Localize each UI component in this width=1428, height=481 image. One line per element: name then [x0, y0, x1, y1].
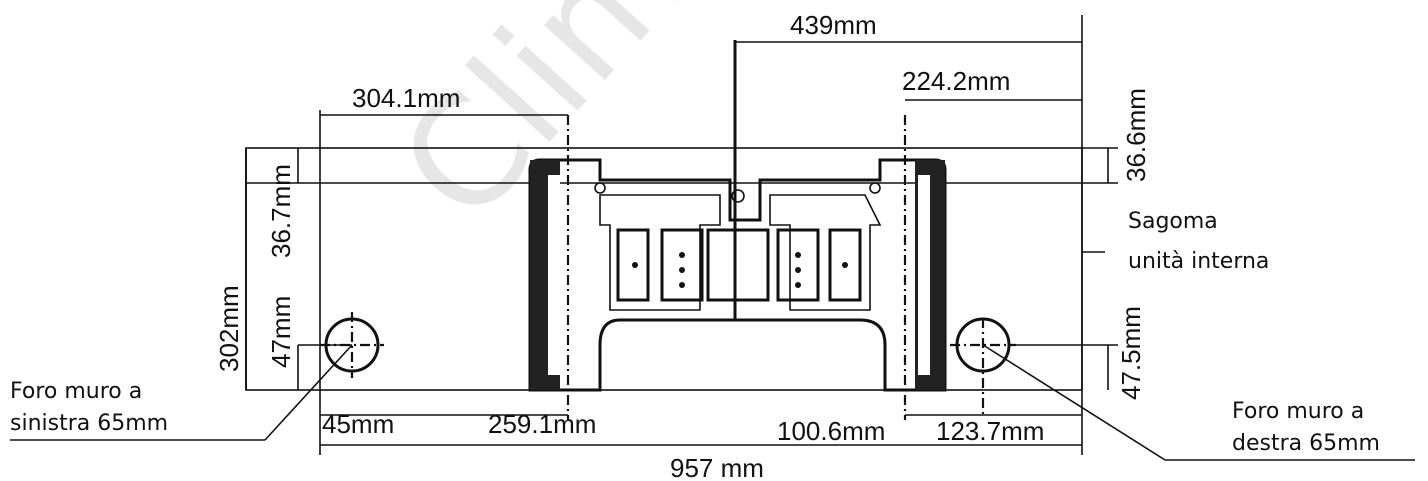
dim-36-7: 36.7mm: [266, 164, 296, 258]
dim-123-7: 123.7mm: [936, 416, 1044, 446]
dim-259: 259.1mm: [488, 409, 596, 439]
dim-304: 304.1mm: [352, 83, 460, 113]
dim-47: 47mm: [266, 296, 296, 368]
right-hole-leader: [982, 344, 1166, 461]
outline-label-line2: unità interna: [1128, 249, 1269, 274]
right-wall-hole: [950, 317, 1016, 415]
dim-224: 224.2mm: [902, 66, 1010, 96]
right-hole-label-line2: destra 65mm: [1232, 431, 1380, 456]
left-hole-label-line1: Foro muro a: [10, 379, 142, 404]
dimension-lines: [245, 15, 1118, 455]
indoor-unit-outline: [245, 147, 1083, 391]
dim-302: 302mm: [214, 285, 244, 372]
dim-957: 957 mm: [670, 453, 764, 481]
dim-100-6: 100.6mm: [777, 416, 885, 446]
mounting-plate: [528, 158, 947, 392]
outline-label-line1: Sagoma: [1128, 209, 1218, 234]
dim-36-6: 36.6mm: [1121, 88, 1151, 182]
left-hole-leader: [264, 344, 353, 441]
left-hole-label-line2: sinistra 65mm: [10, 411, 168, 436]
dim-45: 45mm: [322, 409, 394, 439]
dim-439: 439mm: [790, 10, 877, 40]
dim-47-5: 47.5mm: [1116, 306, 1146, 400]
right-hole-label-line1: Foro muro a: [1232, 399, 1364, 424]
